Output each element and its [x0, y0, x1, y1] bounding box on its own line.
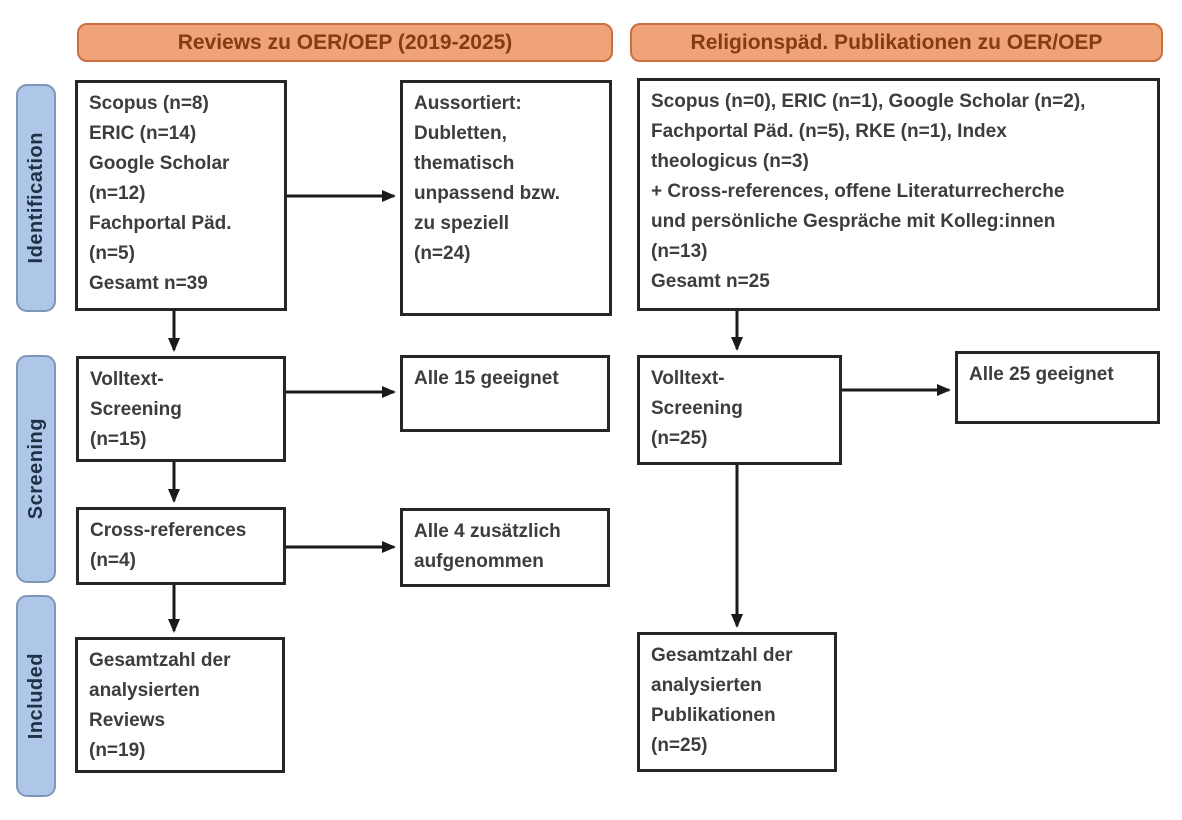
box-left-crossref-result: Alle 4 zusätzlich aufgenommen	[400, 508, 610, 587]
box-left-fulltext-result: Alle 15 geeignet	[400, 355, 610, 432]
box-left-included-total: Gesamtzahl der analysierten Reviews (n=1…	[75, 637, 285, 773]
box-left-crossreferences: Cross-references (n=4)	[76, 507, 286, 585]
stage-label-screening-text: Screening	[24, 418, 47, 520]
box-right-identification-sources: Scopus (n=0), ERIC (n=1), Google Scholar…	[637, 78, 1160, 311]
box-left-identification-sources: Scopus (n=8) ERIC (n=14) Google Scholar …	[75, 80, 287, 311]
box-left-excluded: Aussortiert: Dubletten, thematisch unpas…	[400, 80, 612, 316]
stage-label-identification-text: Identification	[24, 132, 47, 264]
box-right-fulltext-result: Alle 25 geeignet	[955, 351, 1160, 424]
column-header-religionspaed-label: Religionspäd. Publikationen zu OER/OEP	[690, 30, 1103, 54]
stage-label-identification: Identification	[16, 84, 56, 312]
stage-label-included-text: Included	[24, 652, 47, 740]
box-right-fulltext-screening: Volltext- Screening (n=25)	[637, 355, 842, 465]
box-left-fulltext-screening: Volltext- Screening (n=15)	[76, 356, 286, 462]
box-right-included-total: Gesamtzahl der analysierten Publikatione…	[637, 632, 837, 772]
stage-label-screening: Screening	[16, 355, 56, 583]
column-header-religionspaed: Religionspäd. Publikationen zu OER/OEP	[630, 23, 1163, 62]
column-header-reviews-label: Reviews zu OER/OEP (2019-2025)	[177, 30, 513, 54]
column-header-reviews: Reviews zu OER/OEP (2019-2025)	[77, 23, 613, 62]
stage-label-included: Included	[16, 595, 56, 797]
